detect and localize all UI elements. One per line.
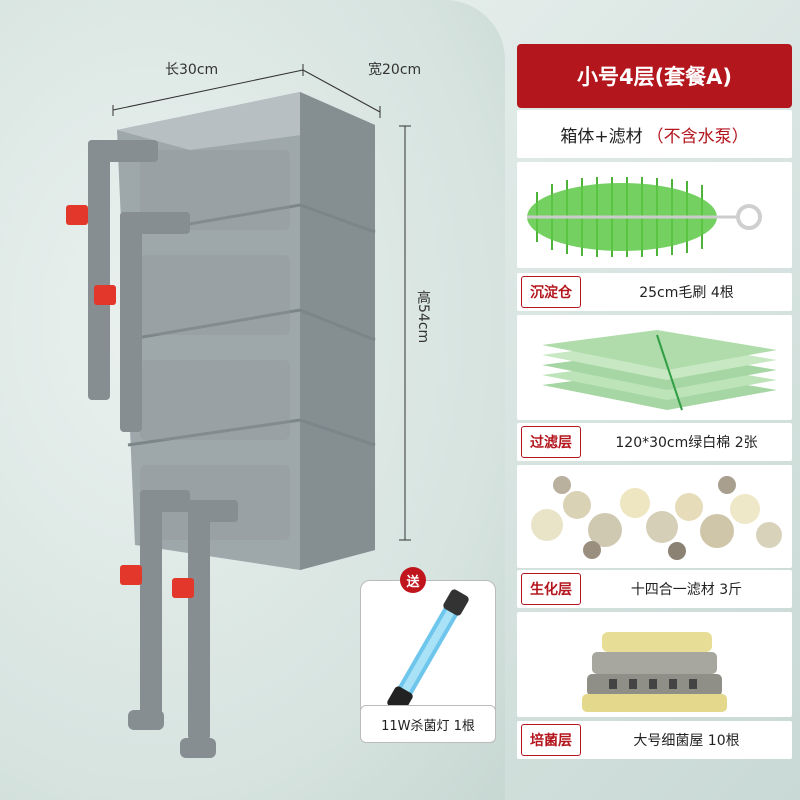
brush-icon <box>527 177 762 257</box>
layer-label: 生化层 <box>521 573 581 605</box>
bacteria-house-image <box>517 612 792 717</box>
layer-row-bacteria: 培菌层 大号细菌屋 10根 <box>517 721 792 759</box>
subtitle-note: （不含水泵） <box>646 126 749 147</box>
length-label: 长30cm <box>165 62 219 78</box>
filter-box <box>117 92 376 570</box>
layer-row-sediment: 沉淀仓 25cm毛刷 4根 <box>517 273 792 311</box>
layer-value: 25cm毛刷 4根 <box>639 285 734 301</box>
filter-box-illustration <box>66 64 411 758</box>
inlet-pipes <box>88 140 190 432</box>
dimension-lines <box>112 64 411 541</box>
layer-value: 120*30cm绿白棉 2张 <box>615 435 758 451</box>
layer-value: 十四合一滤材 3斤 <box>630 582 743 598</box>
width-label: 宽20cm <box>368 62 422 78</box>
gift-badge: 送 <box>400 567 426 593</box>
layer-label: 沉淀仓 <box>521 276 581 308</box>
bacteria-house-icon <box>582 632 727 712</box>
uv-lamp-icon <box>387 589 469 713</box>
brush-image <box>517 162 792 268</box>
layer-row-filter: 过滤层 120*30cm绿白棉 2张 <box>517 423 792 461</box>
layer-row-bio: 生化层 十四合一滤材 3斤 <box>517 570 792 608</box>
bio-media-icon <box>531 476 782 560</box>
layer-label: 过滤层 <box>521 426 581 458</box>
layer-value: 大号细菌屋 10根 <box>633 733 740 749</box>
gift-label: 11W杀菌灯 1根 <box>360 705 496 743</box>
subtitle-main: 箱体+滤材 <box>560 126 643 147</box>
gift-section: 送 11W杀菌灯 1根 <box>360 555 496 750</box>
filter-pad-image <box>517 315 792 420</box>
package-title: 小号4层(套餐A) <box>517 44 792 108</box>
package-subtitle: 箱体+滤材 （不含水泵） <box>517 110 792 158</box>
outlet-pipes <box>128 490 238 758</box>
layer-label: 培菌层 <box>521 724 581 756</box>
valve-icon <box>66 205 194 598</box>
height-label: 高54cm <box>415 290 431 344</box>
bio-media-image <box>517 465 792 568</box>
filter-pad-icon <box>542 330 777 411</box>
